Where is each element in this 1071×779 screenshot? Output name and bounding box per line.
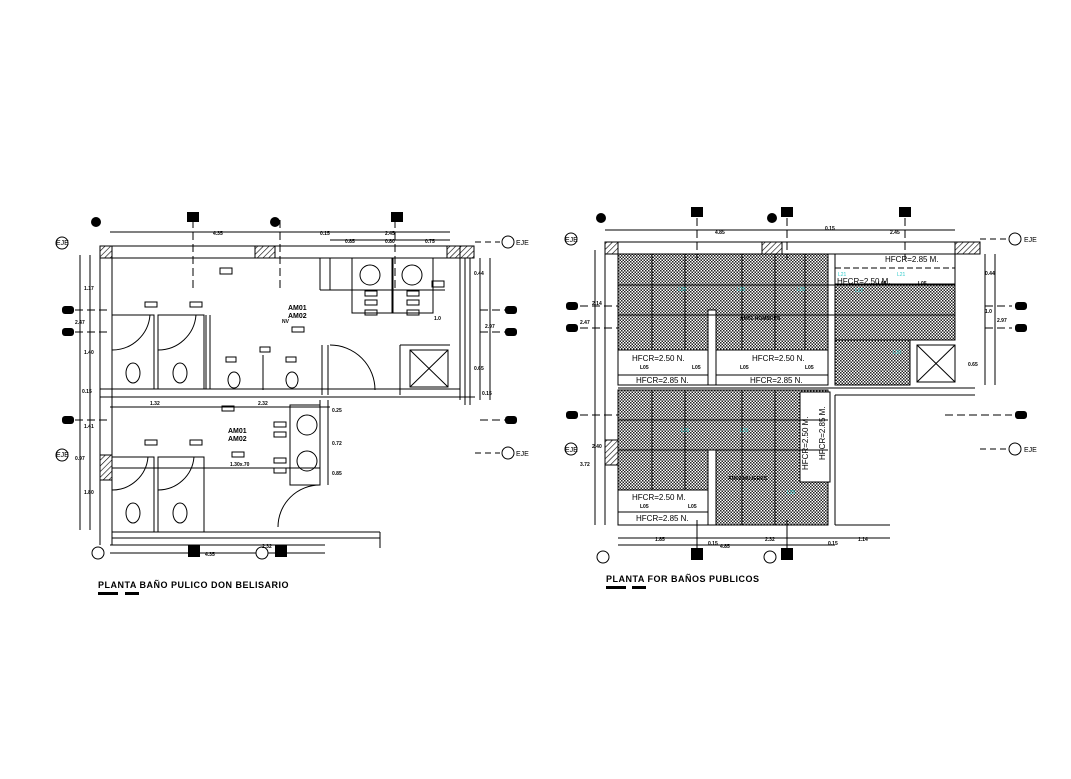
- room-label-am02: AM02: [288, 313, 307, 320]
- ceiling-label: HFCR=2.50 M.: [632, 493, 686, 502]
- level-value: 1.30x.70: [230, 462, 250, 468]
- scale-bar: [606, 586, 626, 589]
- dim-left-1: 2.47: [75, 320, 85, 326]
- cyan-circuit-label: L20: [893, 350, 902, 356]
- luminaire-label: L05: [640, 504, 649, 510]
- dim-left-5: 0.97: [75, 456, 85, 462]
- dim-right-4: 0.65: [968, 362, 978, 368]
- dim-bottom-3: 0.15: [828, 541, 838, 547]
- axis-label-eje-lower: EJE: [565, 447, 578, 454]
- dim-left-0: 1.17: [84, 286, 94, 292]
- scale-bar: [98, 592, 118, 595]
- ceiling-label: HFCR=2.85 N.: [636, 514, 689, 523]
- dim-left-2: 1.40: [84, 350, 94, 356]
- cyan-circuit-label: L21: [838, 272, 847, 278]
- dim-top-2: 2.45: [385, 231, 395, 237]
- dim-bottom-2: 2.32: [765, 537, 775, 543]
- axis-label-eje: EJE: [565, 237, 578, 244]
- cyan-circuit-label: L21: [897, 272, 906, 278]
- dim-right-lower-0: 0.25: [332, 408, 342, 414]
- cyan-circuit-label: L25: [678, 287, 687, 293]
- dim-top-total: 4.85: [715, 230, 725, 236]
- left-floor-plan: [75, 220, 505, 554]
- axis-label-eje-lower: EJE: [56, 452, 69, 459]
- ceiling-label: HFCR=2.85 N.: [636, 376, 689, 385]
- room-label-am02-lower: AM02: [228, 436, 247, 443]
- cyan-circuit-label: L25: [787, 490, 796, 496]
- dim-top-1: 0.15: [320, 231, 330, 237]
- dim-left-1: 2.14: [592, 301, 602, 307]
- dim-bottom-4: 1.14: [858, 537, 868, 543]
- cyan-circuit-label: L25: [740, 428, 749, 434]
- axis-label-eje: EJE: [56, 240, 69, 247]
- room-label-am01-lower: AM01: [228, 428, 247, 435]
- luminaire-label: L05: [918, 281, 927, 287]
- dim-left-3: 0.15: [82, 389, 92, 395]
- dim-left-6: 2.40: [592, 444, 602, 450]
- ceiling-label: HFCR=2.85 N.: [750, 376, 803, 385]
- dim-right-1: 0.44: [985, 271, 995, 277]
- dim-top-2: 2.45: [890, 230, 900, 236]
- dim-top-3: 0.85: [345, 239, 355, 245]
- right-floor-plan: [580, 218, 1012, 555]
- room-label-am02: AM02 MUJERES: [728, 476, 768, 482]
- luminaire-label: L05: [805, 365, 814, 371]
- ceiling-label: HFCR=2.50 N.: [632, 354, 685, 363]
- level-mark: NV: [282, 319, 290, 325]
- luminaire-label: L05: [692, 365, 701, 371]
- room-label-am01: AM01 HOMBRES: [740, 316, 781, 322]
- luminaire-label: L05: [878, 281, 887, 287]
- dim-top-5: 0.75: [425, 239, 435, 245]
- dim-bottom-0: 1.85: [655, 537, 665, 543]
- dim-top-total: 4.35: [213, 231, 223, 237]
- right-axis-markers: [564, 207, 1027, 564]
- luminaire-label: L05: [640, 365, 649, 371]
- dim-right-lower-3: 0.85: [332, 471, 342, 477]
- dim-mid-left: 1.32: [150, 401, 160, 407]
- ceiling-label: HFCR=2.50 M.: [837, 277, 891, 286]
- luminaire-label: L05: [740, 365, 749, 371]
- left-plan-title: PLANTA BAÑO PULICO DON BELISARIO: [98, 580, 289, 590]
- dim-right-2: 2.97: [485, 324, 495, 330]
- cyan-circuit-label: L22: [855, 288, 864, 294]
- dim-bottom-2: 2.32: [262, 544, 272, 550]
- ceiling-label: HFCR=2.85 M.: [885, 255, 939, 264]
- dim-top-1: 0.15: [825, 226, 835, 232]
- cyan-circuit-label: L25: [737, 287, 746, 293]
- axis-label-eje-lower-right: EJE: [516, 451, 529, 458]
- scale-bar: [125, 592, 139, 595]
- dim-top-4: 0.80: [385, 239, 395, 245]
- luminaire-label: L05: [688, 504, 697, 510]
- dim-left-4: 1.41: [84, 424, 94, 430]
- left-axis-markers: [55, 212, 517, 560]
- scale-bar: [632, 586, 646, 589]
- cyan-circuit-label: L25: [797, 287, 806, 293]
- dim-left-7: 3.72: [580, 462, 590, 468]
- dim-right-0: 0.44: [474, 271, 484, 277]
- dim-right-2: 1.0: [985, 309, 992, 315]
- dim-right-lower-1: 0.72: [332, 441, 342, 447]
- dim-right-3: 2.97: [997, 318, 1007, 324]
- dim-left-6: 1.80: [84, 490, 94, 496]
- axis-label-eje-lower-right: EJE: [1024, 447, 1037, 454]
- ceiling-label-vertical: HFCR=2.85 M.: [818, 406, 827, 460]
- right-plan-title: PLANTA FOR BAÑOS PUBLICOS: [606, 574, 760, 584]
- dim-bottom-total: 4.35: [205, 552, 215, 558]
- ceiling-label-vertical: HFCR=2.50 M.: [801, 416, 810, 470]
- dim-mid-total: 2.32: [258, 401, 268, 407]
- dim-right-1: 1.0: [434, 316, 441, 322]
- dim-right-4: 0.15: [482, 391, 492, 397]
- dim-right-3: 0.65: [474, 366, 484, 372]
- dim-bottom-1: 0.15: [708, 541, 718, 547]
- room-label-am01: AM01: [288, 305, 307, 312]
- ceiling-label: HFCR=2.50 N.: [752, 354, 805, 363]
- dim-left-2: 2.47: [580, 320, 590, 326]
- axis-label-eje-right: EJE: [516, 240, 529, 247]
- cyan-circuit-label: L25: [681, 428, 690, 434]
- axis-label-eje-right: EJE: [1024, 237, 1037, 244]
- dim-bottom-total: 4.85: [720, 544, 730, 550]
